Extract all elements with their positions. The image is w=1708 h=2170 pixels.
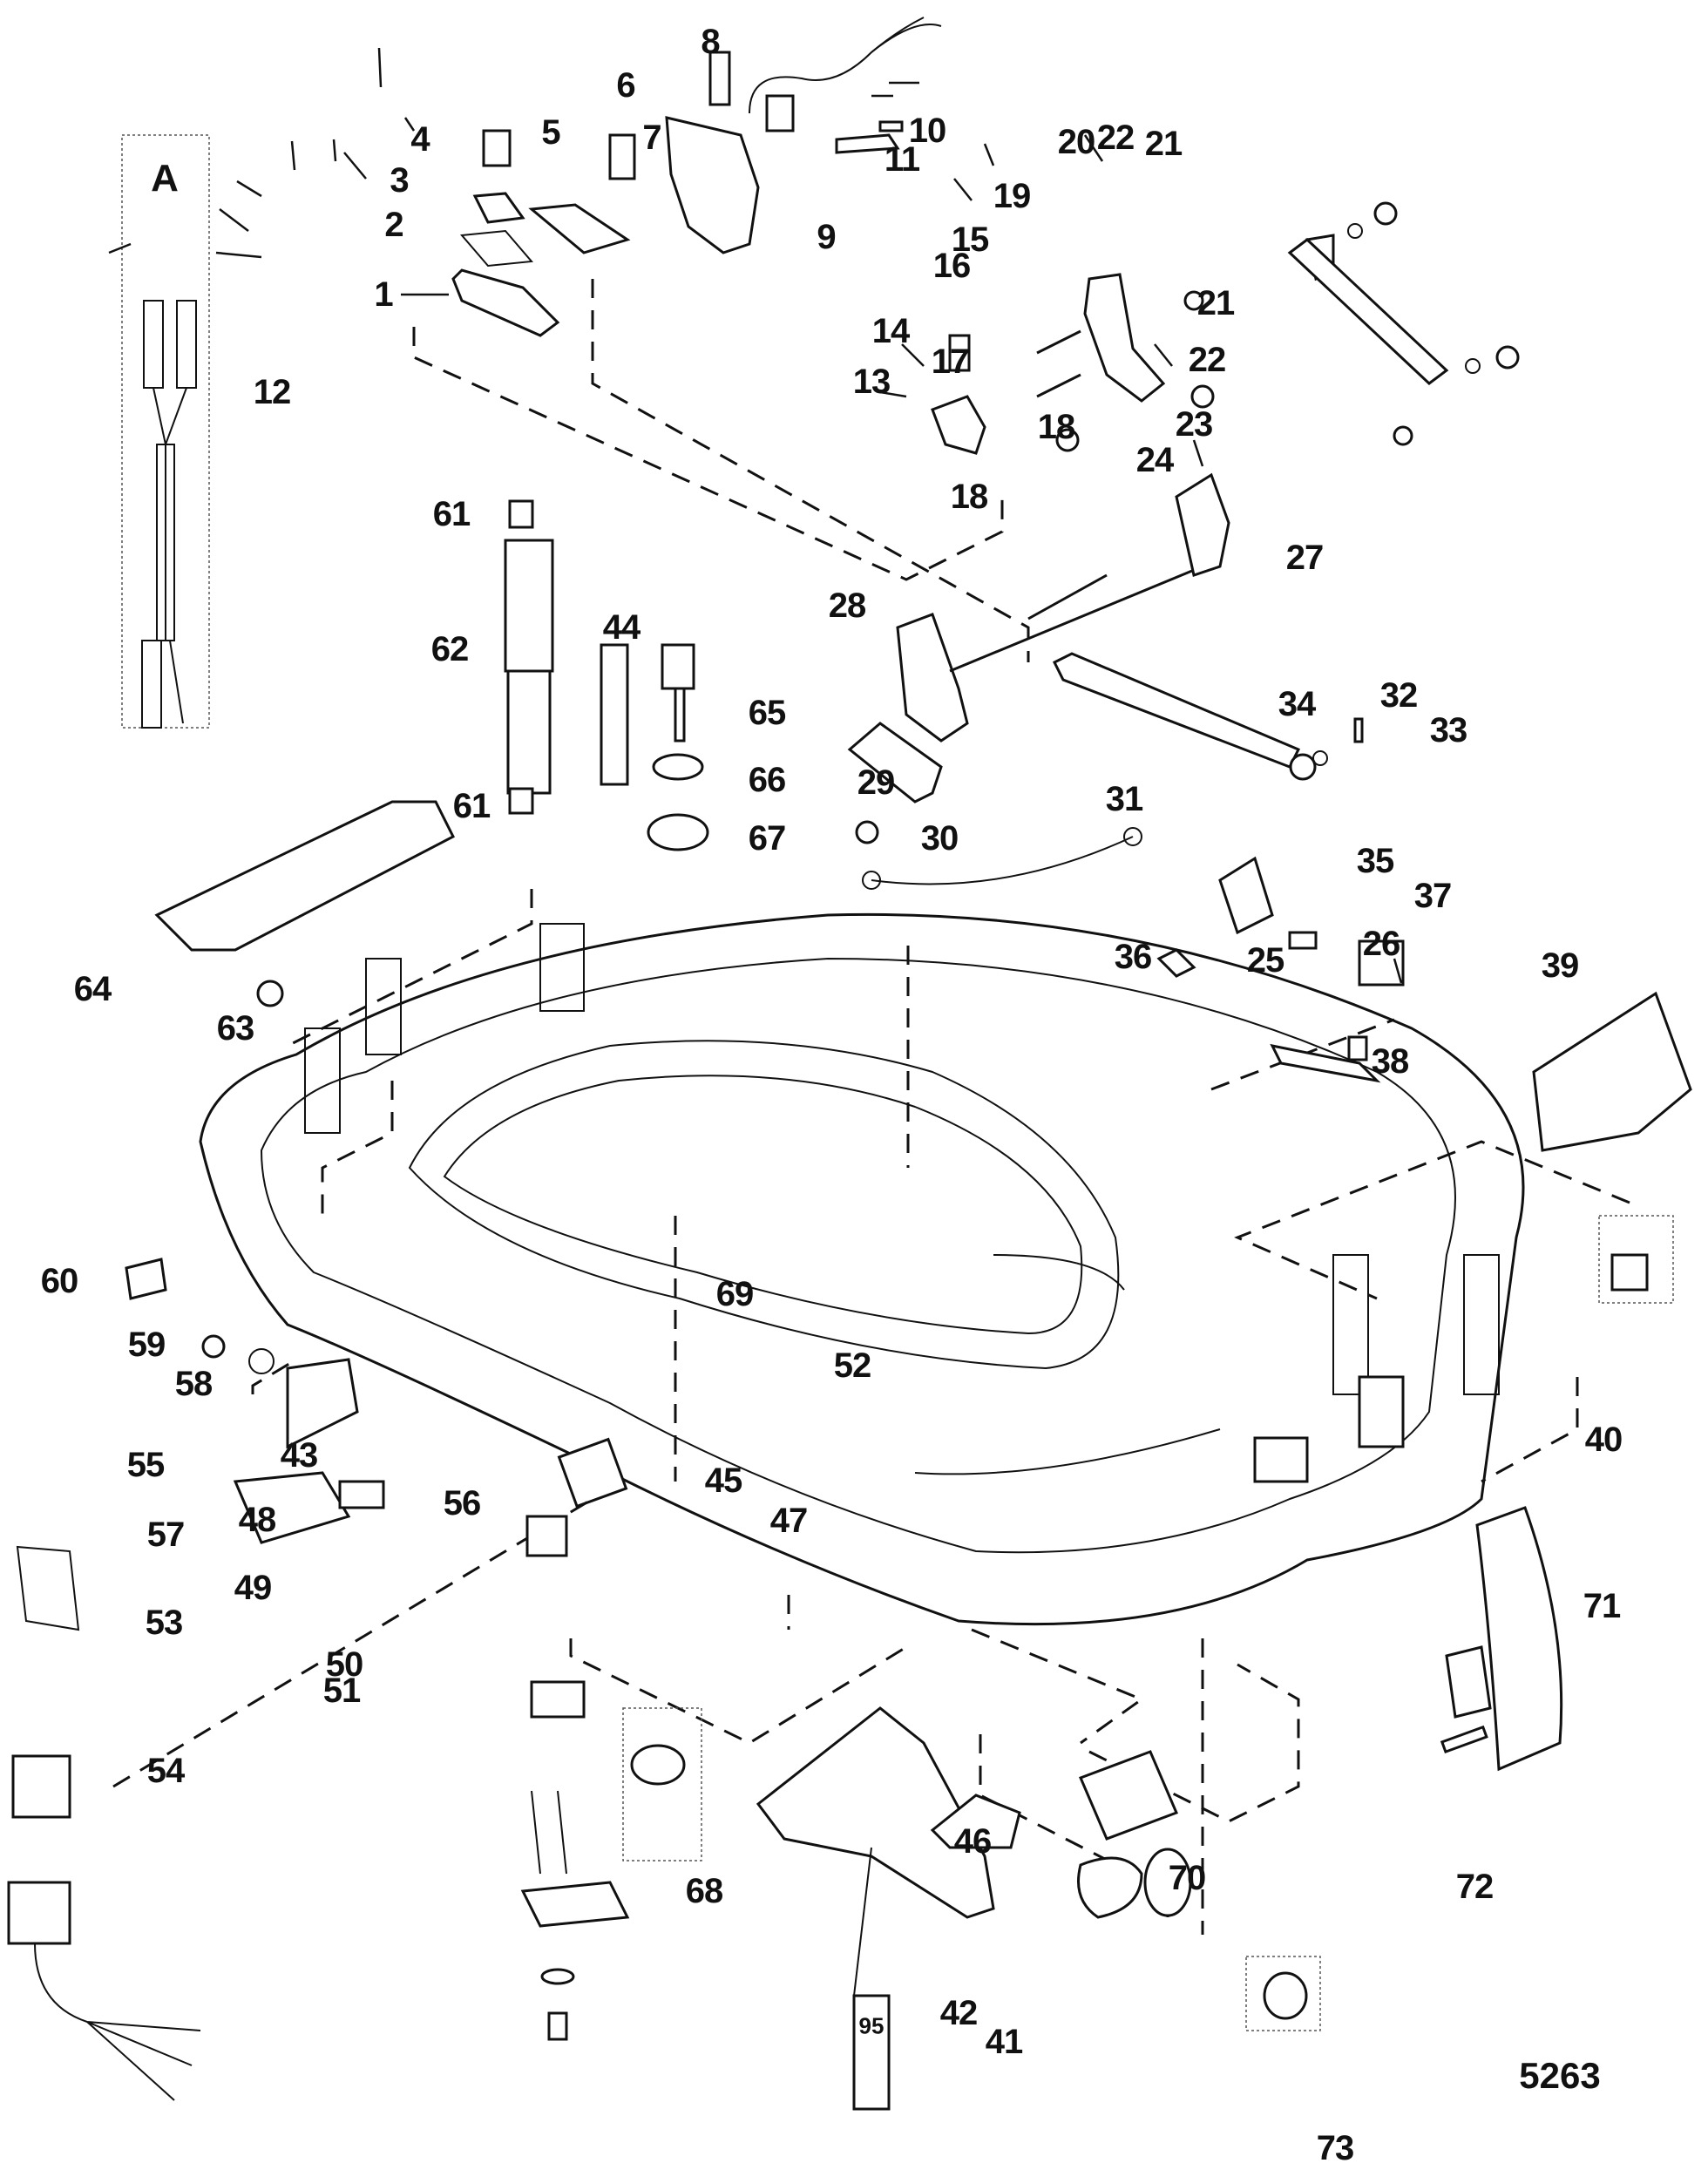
callout-25: 25: [1246, 941, 1284, 980]
callout-22: 22: [1096, 119, 1135, 157]
callout-61: 61: [432, 495, 471, 533]
figure-number: 5263: [1519, 2055, 1601, 2096]
inset-a-frame: [121, 134, 210, 729]
callout-18: 18: [950, 478, 988, 516]
callout-5: 5: [541, 113, 560, 152]
callout-72: 72: [1455, 1868, 1494, 1906]
callout-51: 51: [322, 1672, 361, 1710]
callout-71: 71: [1583, 1587, 1621, 1625]
callout-30: 30: [920, 819, 959, 858]
callout-39: 39: [1541, 946, 1579, 985]
callout-38: 38: [1371, 1042, 1409, 1081]
leader-lines: [108, 47, 1403, 984]
callout-65: 65: [748, 694, 786, 732]
callout-28: 28: [828, 587, 866, 625]
callout-73: 73: [1316, 2129, 1354, 2167]
sealant-tube-label: 95: [858, 2012, 884, 2039]
callout-35: 35: [1356, 842, 1394, 880]
callout-55: 55: [126, 1446, 165, 1484]
callout-69: 69: [715, 1275, 754, 1313]
callout-47: 47: [769, 1502, 808, 1540]
callout-66: 66: [748, 761, 786, 799]
callout-29: 29: [857, 763, 895, 802]
callout-21: 21: [1144, 125, 1183, 163]
fuse-harness-drawing: [141, 300, 197, 729]
callout-27: 27: [1285, 539, 1324, 577]
callout-50: 50: [325, 1645, 363, 1684]
callout-18b: 18: [1037, 408, 1075, 446]
callout-26: 26: [1362, 925, 1400, 963]
assembly-guide-lines: [112, 279, 1630, 1935]
callout-33: 33: [1429, 711, 1467, 749]
callout-43: 43: [280, 1436, 318, 1475]
callout-56: 56: [443, 1484, 481, 1522]
callout-17: 17: [931, 342, 969, 381]
bottom-cowl-drawing: [199, 912, 1525, 1626]
callout-23: 23: [1175, 405, 1213, 444]
callout-20: 20: [1057, 123, 1095, 161]
callout-37: 37: [1413, 877, 1452, 915]
callout-16: 16: [932, 247, 971, 285]
callout-45: 45: [704, 1461, 742, 1500]
callout-7: 7: [642, 119, 661, 157]
callout-59: 59: [127, 1326, 166, 1364]
callout-64: 64: [73, 970, 112, 1008]
callout-8: 8: [701, 23, 720, 61]
callout-61b: 61: [452, 787, 491, 825]
callout-6: 6: [616, 66, 635, 105]
callout-48: 48: [238, 1501, 276, 1539]
callout-52: 52: [833, 1346, 871, 1385]
callout-62: 62: [430, 630, 469, 668]
callout-70: 70: [1168, 1859, 1206, 1897]
callout-34: 34: [1278, 685, 1316, 723]
callout-2: 2: [384, 206, 403, 244]
callout-60: 60: [40, 1262, 78, 1300]
callout-32: 32: [1379, 676, 1418, 715]
callout-49: 49: [234, 1569, 272, 1607]
callout-53: 53: [145, 1604, 183, 1642]
callout-9: 9: [817, 218, 836, 256]
callout-10: 10: [908, 112, 946, 150]
callout-31: 31: [1105, 780, 1143, 818]
callout-19: 19: [993, 177, 1031, 215]
callout-22b: 22: [1188, 341, 1226, 379]
parts-small: [7, 17, 1692, 2111]
callout-12: 12: [253, 373, 291, 411]
callout-46: 46: [953, 1822, 992, 1861]
callout-13: 13: [852, 363, 891, 401]
callout-14: 14: [871, 312, 910, 350]
callout-42: 42: [939, 1994, 978, 2032]
callout-4: 4: [410, 120, 430, 159]
callout-44: 44: [602, 608, 640, 647]
callout-24: 24: [1135, 441, 1174, 479]
callout-41: 41: [985, 2023, 1023, 2061]
callout-58: 58: [174, 1365, 213, 1403]
inset-a-label: A: [151, 157, 179, 200]
callout-11: 11: [884, 140, 920, 179]
callout-40: 40: [1584, 1421, 1623, 1459]
callout-63: 63: [216, 1009, 254, 1048]
callout-21b: 21: [1196, 284, 1235, 322]
callout-36: 36: [1114, 938, 1152, 976]
callout-3: 3: [390, 161, 409, 200]
callout-1: 1: [374, 275, 393, 314]
callout-67: 67: [748, 819, 786, 858]
callout-15: 15: [951, 220, 989, 259]
callout-68: 68: [685, 1872, 723, 1910]
callout-57: 57: [146, 1516, 185, 1554]
callout-54: 54: [146, 1752, 185, 1790]
